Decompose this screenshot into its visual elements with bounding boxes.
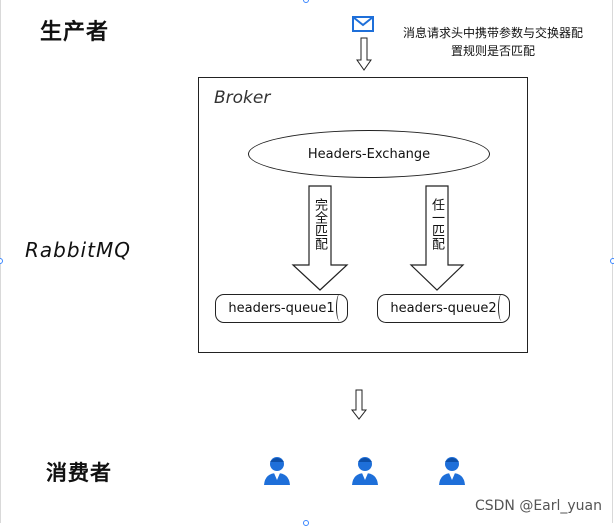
rabbitmq-label: RabbitMQ <box>25 238 131 262</box>
arrow-exchange-to-queue2 <box>409 185 465 291</box>
broker-container: Broker <box>198 77 528 353</box>
routing-note-line1: 消息请求头中携带参数与交换器配 <box>402 26 583 40</box>
exchange-label: Headers-Exchange <box>307 146 431 162</box>
route-label-full-match: 完全匹配 <box>312 198 327 250</box>
routing-note: 消息请求头中携带参数与交换器配 置规则是否匹配 <box>388 24 598 60</box>
arrow-broker-to-consumers <box>350 389 368 420</box>
arrow-producer-to-broker <box>356 37 372 71</box>
queue-label-2: headers-queue2 <box>390 301 497 316</box>
consumer-user-icon <box>352 457 378 485</box>
envelope-icon <box>352 16 374 32</box>
arrow-exchange-to-queue1 <box>291 185 349 291</box>
route-label-any-match: 任一匹配 <box>429 198 444 250</box>
consumer-user-icon <box>439 457 465 485</box>
consumer-label: 消费者 <box>46 461 112 485</box>
producer-label: 生产者 <box>40 20 110 45</box>
queue-cap-1 <box>336 294 343 321</box>
queue-node-1: headers-queue1 <box>215 294 348 323</box>
handle-dot-left[interactable] <box>0 258 3 264</box>
broker-title: Broker <box>214 88 271 108</box>
handle-dot-top[interactable] <box>303 0 309 3</box>
queue-cap-2 <box>498 294 505 321</box>
queue-label-1: headers-queue1 <box>228 301 335 316</box>
handle-dot-right[interactable] <box>610 258 614 264</box>
headers-exchange-node: Headers-Exchange <box>248 130 490 178</box>
routing-note-line2: 置规则是否匹配 <box>450 44 535 58</box>
watermark: CSDN @Earl_yuan <box>474 498 602 514</box>
consumer-user-icon <box>264 457 290 485</box>
queue-node-2: headers-queue2 <box>377 294 510 323</box>
